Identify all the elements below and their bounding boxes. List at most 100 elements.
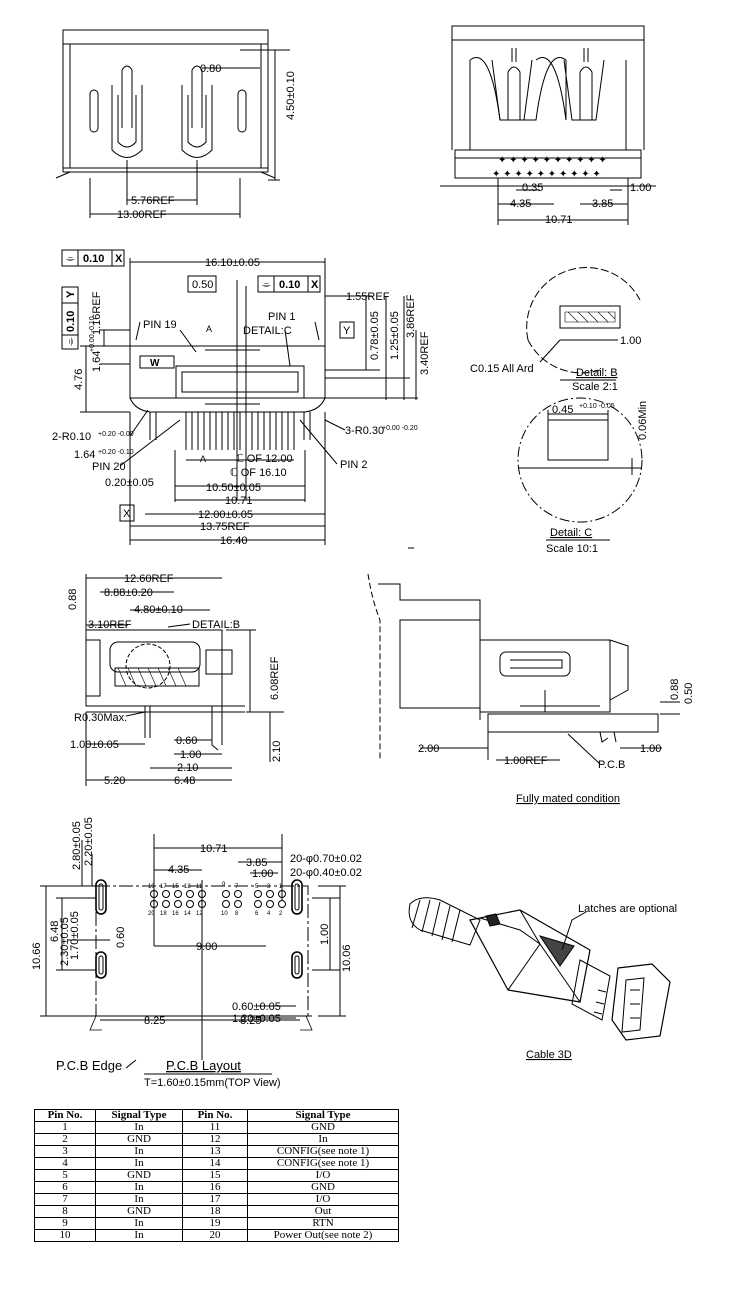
svg-text:✦ ✦ ✦ ✦ ✦ ✦ ✦ ✦ ✦ ✦: ✦ ✦ ✦ ✦ ✦ ✦ ✦ ✦ ✦ ✦ bbox=[498, 155, 607, 166]
dim-16-40: 16.40 bbox=[220, 535, 248, 547]
header-signal-type: Signal Type bbox=[95, 1109, 183, 1122]
dim-cof-12: ℂ OF 12.00 bbox=[236, 453, 293, 465]
cell: 9 bbox=[34, 1217, 96, 1230]
main-pins bbox=[149, 412, 311, 450]
dim-4-35: 4.35 bbox=[510, 198, 531, 210]
cell: In bbox=[95, 1121, 183, 1134]
pad-bot-12: 12 bbox=[196, 911, 203, 917]
label-latches: Latches are optional bbox=[578, 903, 677, 915]
dim-2-80: 2.80±0.05 bbox=[71, 821, 83, 870]
cell: GND bbox=[95, 1169, 183, 1182]
pad-top-9: 9 bbox=[222, 882, 226, 888]
dim-12-00: 12.00±0.05 bbox=[198, 509, 253, 521]
cell: CONFIG(see note 1) bbox=[247, 1157, 399, 1170]
dim-0-78: 0.78±0.05 bbox=[369, 311, 381, 360]
dim-5-76ref: 5.76REF bbox=[131, 195, 175, 207]
dim-5-20: 5.20 bbox=[104, 775, 125, 787]
dim-1-64b: 1.64 bbox=[74, 449, 95, 461]
pcb-pad-rows bbox=[150, 890, 286, 908]
cell: GND bbox=[247, 1121, 399, 1134]
detail-c-title: Detail: C bbox=[550, 527, 592, 539]
dim-pcb-10-71: 10.71 bbox=[200, 843, 228, 855]
cell: 6 bbox=[34, 1181, 96, 1194]
dim-pcb-9-00: 9.00 bbox=[196, 941, 217, 953]
dim-3-r0-30: 3-R0.30 bbox=[345, 425, 384, 437]
pad-top-3: 3 bbox=[267, 884, 271, 890]
cell: In bbox=[95, 1181, 183, 1194]
dim-pcb-0-60b: 0.60±0.05 bbox=[232, 1001, 281, 1013]
pad-bot-2: 2 bbox=[279, 911, 283, 917]
cable-3d-caption: Cable 3D bbox=[526, 1049, 572, 1061]
pcb-layout-view bbox=[40, 834, 346, 1069]
pad-bot-4: 4 bbox=[267, 911, 271, 917]
pin-table: Pin No. Signal Type Pin No. Signal Type … bbox=[34, 1109, 399, 1242]
cable-3d-view bbox=[408, 897, 671, 1041]
cell: CONFIG(see note 1) bbox=[247, 1145, 399, 1158]
dim-mated-0-88: 0.88 bbox=[669, 679, 681, 700]
dim-side-2-10v: 2.10 bbox=[271, 741, 283, 762]
cell: 10 bbox=[34, 1229, 96, 1242]
dim-pcb-8-25b: 8.25 bbox=[240, 1015, 261, 1027]
pad-top-19: 19 bbox=[148, 884, 155, 890]
cell: GND bbox=[95, 1133, 183, 1146]
dim-holes-0-70: 20-φ0.70±0.02 bbox=[290, 853, 362, 865]
pad-bot-8: 8 bbox=[235, 911, 239, 917]
dim-pcb-2-30: 2.30±0.05 bbox=[59, 917, 71, 966]
detail-c-vdim: 0.06Min bbox=[637, 401, 649, 440]
datum-y-label: Y bbox=[343, 325, 351, 337]
dim-side-2-10: 2.10 bbox=[177, 762, 198, 774]
dim-side-0-60: 0.60 bbox=[176, 735, 197, 747]
dim-0-20: 0.20±0.05 bbox=[105, 477, 154, 489]
cell: 5 bbox=[34, 1169, 96, 1182]
pad-top-15: 15 bbox=[172, 884, 179, 890]
tol-x-datum: X bbox=[115, 253, 123, 265]
dim-6-08ref: 6.08REF bbox=[269, 656, 281, 700]
cell: 18 bbox=[182, 1205, 248, 1218]
tol-y-datum: Y bbox=[65, 290, 77, 298]
header-pin-no-2: Pin No. bbox=[182, 1109, 248, 1122]
tol-right-value: 0.10 bbox=[279, 279, 300, 291]
cell: 11 bbox=[182, 1121, 248, 1134]
dim-holes-0-40: 20-φ0.40±0.02 bbox=[290, 867, 362, 879]
pad-top-13: 13 bbox=[184, 884, 191, 890]
cell: I/O bbox=[247, 1193, 399, 1206]
label-pin-20: PIN 20 bbox=[92, 461, 126, 473]
dim-pcb-1-00r: 1.00 bbox=[319, 924, 331, 945]
pcb-layout-title: P.C.B Layout bbox=[166, 1058, 241, 1073]
dim-0-80: 0.80 bbox=[200, 63, 221, 75]
dim-3-85: 3.85 bbox=[592, 198, 613, 210]
pad-top-7: 7 bbox=[235, 884, 239, 890]
dim-mated-2-00: 2.00 bbox=[418, 743, 439, 755]
side-view bbox=[85, 574, 284, 786]
pad-bot-14: 14 bbox=[184, 911, 191, 917]
dim-4-76: 4.76 bbox=[73, 369, 85, 390]
cell: Out bbox=[247, 1205, 399, 1218]
label-detail-c: DETAIL:C bbox=[243, 325, 292, 337]
dim-pcb-3-85: 3.85 bbox=[246, 857, 267, 869]
label-w: W bbox=[150, 358, 160, 369]
dim-1-64-tol: +0.00 -0.10 bbox=[89, 316, 96, 352]
dim-side-0-88: 0.88 bbox=[67, 589, 79, 610]
cell: 2 bbox=[34, 1133, 96, 1146]
tol-y-symbol: ⌯ bbox=[65, 337, 77, 346]
mated-view bbox=[367, 573, 680, 765]
cell: 15 bbox=[182, 1169, 248, 1182]
label-pcb-mated: P.C.B bbox=[598, 759, 625, 771]
dim-1-64: 1.64 bbox=[91, 351, 103, 372]
dim-r0-30max: R0.30Max. bbox=[74, 712, 127, 724]
tol-x-value: 0.10 bbox=[83, 253, 104, 265]
header-pin-no: Pin No. bbox=[34, 1109, 96, 1122]
dim-pcb-6-48: 6.48 bbox=[49, 921, 61, 942]
cell: In bbox=[95, 1157, 183, 1170]
detail-b bbox=[526, 267, 641, 374]
dim-3-40ref: 3.40REF bbox=[419, 331, 431, 375]
dim-cof-16: ℂ OF 16.10 bbox=[230, 467, 287, 479]
cell: 20 bbox=[182, 1229, 248, 1242]
front-view-top bbox=[55, 29, 290, 218]
